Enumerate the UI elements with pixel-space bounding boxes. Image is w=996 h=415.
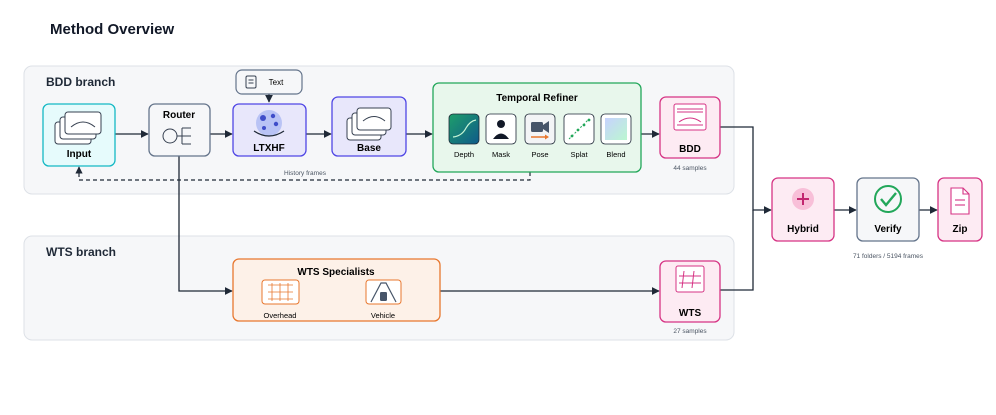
mask-icon	[485, 113, 517, 145]
blend-label: Blend	[606, 150, 625, 159]
router-label: Router	[163, 110, 195, 121]
input-node: Input	[42, 103, 116, 167]
depth-tool: Depth	[448, 113, 480, 159]
vehicle-label: Vehicle	[371, 311, 395, 320]
verify-caption: 71 folders / 5194 frames	[853, 253, 924, 260]
temporal-refiner-node: Temporal Refiner Depth Mask Pose	[432, 82, 642, 173]
overhead-label: Overhead	[264, 311, 297, 320]
ltxhf-node: LTXHF	[232, 103, 307, 157]
zip-node: Zip	[937, 177, 983, 242]
ltxhf-label: LTXHF	[253, 143, 284, 154]
base-node: Base	[331, 96, 407, 157]
wts-caption: 27 samples	[673, 328, 707, 335]
history-frames-label: History frames	[284, 170, 327, 177]
zip-label: Zip	[953, 224, 968, 235]
wts-specialists-title: WTS Specialists	[297, 267, 375, 278]
router-icon	[162, 127, 191, 145]
verify-label: Verify	[874, 224, 902, 235]
pose-label: Pose	[531, 150, 548, 159]
edge-wts-hybrid	[720, 210, 754, 291]
depth-label: Depth	[454, 150, 474, 159]
file-icon	[950, 187, 970, 215]
wts-label: WTS	[679, 308, 702, 319]
pose-tool: Pose	[524, 113, 556, 159]
bdd-node: BDD	[659, 96, 721, 159]
depth-icon	[448, 113, 480, 145]
wts-grid-icon	[675, 265, 705, 293]
stacked-frames-icon	[54, 111, 102, 145]
overhead-tool: Overhead	[261, 279, 300, 320]
hybrid-node: Hybrid	[771, 177, 835, 242]
splat-label: Splat	[570, 150, 588, 159]
bdd-dataset-icon	[673, 103, 707, 131]
palette-icon	[253, 110, 285, 137]
plus-icon	[792, 188, 814, 210]
stacked-frames-icon	[346, 107, 392, 141]
vehicle-tool: Vehicle	[365, 279, 402, 320]
edge-router-wts-specialists	[178, 156, 233, 295]
wts-specialists-node: WTS Specialists Overhead Vehicle	[232, 258, 441, 322]
router-node: Router	[148, 103, 211, 157]
edge-bdd-hybrid	[720, 126, 772, 214]
hybrid-label: Hybrid	[787, 224, 819, 235]
blend-tool: Blend	[600, 113, 632, 159]
splat-icon	[563, 113, 595, 145]
verify-node: Verify	[856, 177, 920, 242]
bdd-caption: 44 samples	[673, 165, 707, 172]
document-icon	[245, 75, 257, 89]
text-label: Text	[269, 78, 284, 87]
mask-tool: Mask	[485, 113, 517, 159]
input-label: Input	[67, 149, 92, 160]
wts-node: WTS	[659, 260, 721, 323]
splat-tool: Splat	[563, 113, 595, 159]
edge-history-frames	[75, 166, 531, 181]
base-label: Base	[357, 143, 381, 154]
text-node: Text	[235, 69, 303, 95]
wts-branch-label: WTS branch	[46, 245, 116, 259]
connectors	[115, 94, 938, 295]
check-circle-icon	[874, 185, 902, 213]
temporal-refiner-title: Temporal Refiner	[496, 93, 578, 104]
page-title: Method Overview	[50, 21, 175, 38]
bdd-branch-label: BDD branch	[46, 75, 115, 89]
mask-label: Mask	[492, 150, 510, 159]
bdd-label: BDD	[679, 144, 701, 155]
